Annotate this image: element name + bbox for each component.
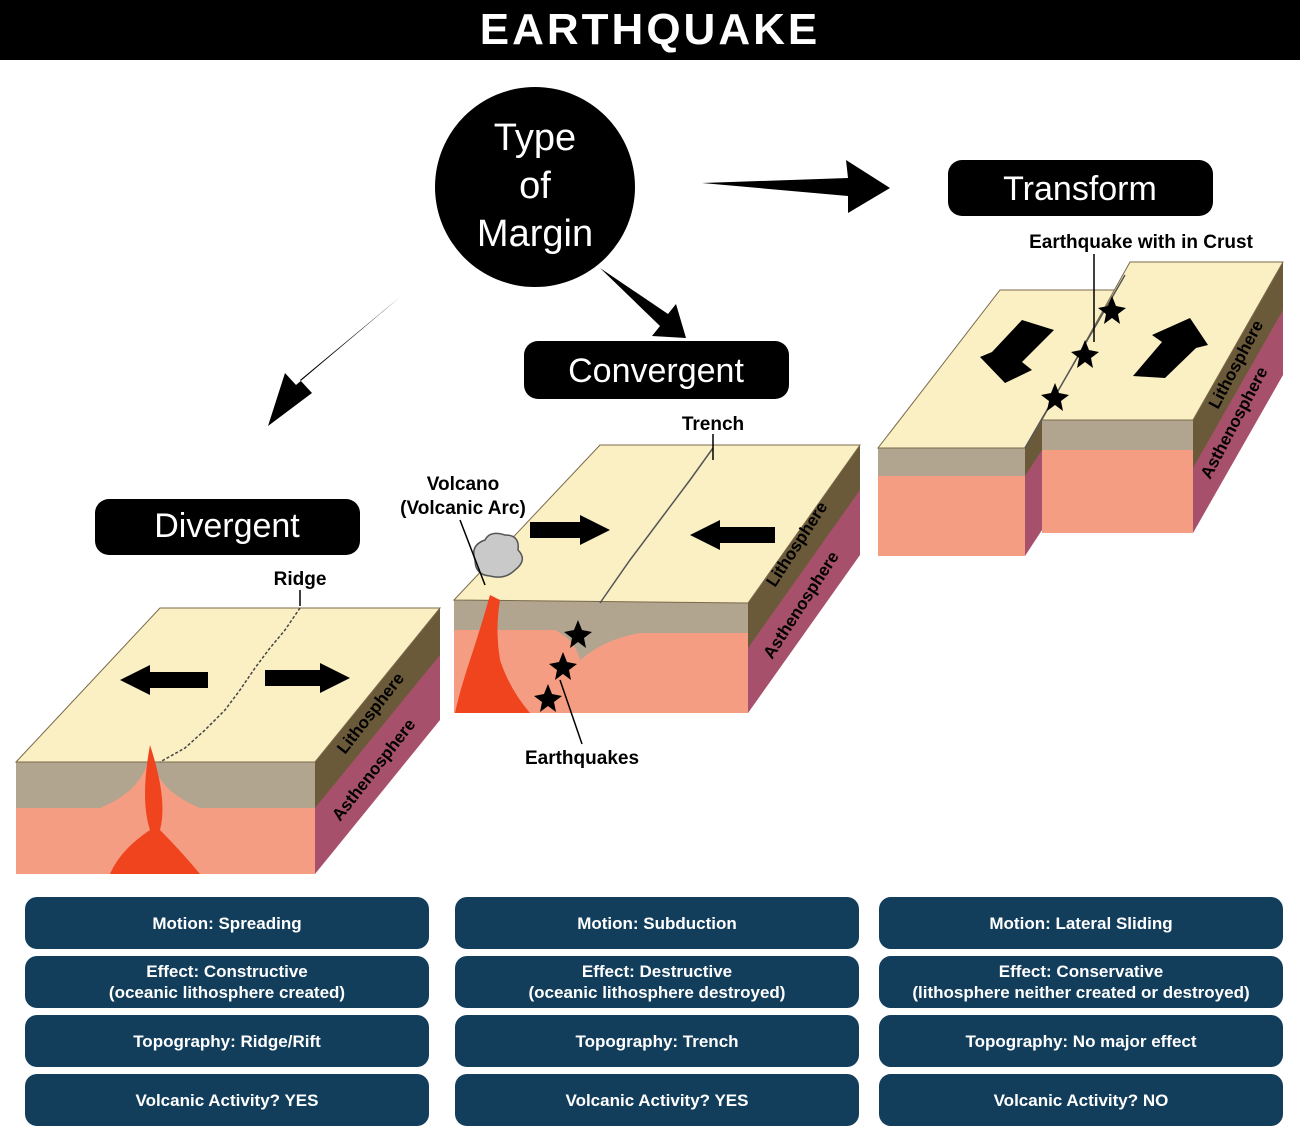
earthquakes-label: Earthquakes xyxy=(525,748,639,769)
center-line3: Margin xyxy=(477,213,593,255)
transform-earthquake-stars-icon xyxy=(1041,296,1126,411)
earthquake-stars-icon xyxy=(534,620,592,712)
transform-volcanic-text: Volcanic Activity? NO xyxy=(993,1090,1169,1110)
transform-topography-text: Topography: No major effect xyxy=(965,1031,1197,1051)
convergent-right-arrow-icon xyxy=(530,515,610,545)
volcano-ash-cloud-icon xyxy=(473,532,524,578)
convergent-motion: Motion: Subduction xyxy=(455,897,859,949)
divergent-block: Ridge Lithosphere Asthenosphere xyxy=(14,569,442,874)
volcano-label-line1: Volcano xyxy=(427,474,500,495)
transform-volcanic: Volcanic Activity? NO xyxy=(879,1074,1283,1126)
center-line1: Type xyxy=(494,117,576,159)
arrow-to-transform-icon xyxy=(702,160,890,213)
arrow-to-convergent-icon xyxy=(600,268,686,338)
transform-up-arrow-icon xyxy=(1133,318,1208,378)
transform-motion: Motion: Lateral Sliding xyxy=(879,897,1283,949)
convergent-topography-text: Topography: Trench xyxy=(575,1031,739,1051)
divergent-effect-line1: Effect: Constructive xyxy=(146,962,308,981)
transform-pill: Transform xyxy=(948,160,1213,216)
transform-block: Earthquake with in Crust Lithosphere Ast… xyxy=(876,232,1284,556)
divergent-motion: Motion: Spreading xyxy=(25,897,429,949)
divergent-title: Divergent xyxy=(154,507,300,545)
transform-effect: Effect: Conservative (lithosphere neithe… xyxy=(879,956,1283,1008)
transform-down-arrow-icon xyxy=(980,320,1054,383)
convergent-volcanic: Volcanic Activity? YES xyxy=(455,1074,859,1126)
convergent-pill: Convergent xyxy=(524,341,789,399)
divergent-topography: Topography: Ridge/Rift xyxy=(25,1015,429,1067)
convergent-info-panel: Motion: Subduction Effect: Destructive (… xyxy=(455,897,859,1133)
convergent-motion-text: Motion: Subduction xyxy=(577,913,737,933)
divergent-info-panel: Motion: Spreading Effect: Constructive (… xyxy=(25,897,429,1133)
right-arrow-icon xyxy=(265,663,350,693)
divergent-motion-text: Motion: Spreading xyxy=(152,913,302,933)
margin-diagram: Type of Margin Transform Convergent Dive… xyxy=(14,87,1284,874)
trench-label: Trench xyxy=(682,414,744,435)
page-title: EARTHQUAKE xyxy=(0,0,1300,60)
convergent-volcanic-text: Volcanic Activity? YES xyxy=(565,1090,749,1110)
ridge-label: Ridge xyxy=(274,569,327,590)
divergent-pill: Divergent xyxy=(95,499,360,555)
volcano-label-line2: (Volcanic Arc) xyxy=(400,498,526,519)
type-of-margin-circle: Type of Margin xyxy=(435,87,635,287)
transform-topography: Topography: No major effect xyxy=(879,1015,1283,1067)
divergent-effect-line2: (oceanic lithosphere created) xyxy=(108,983,346,1002)
volcano-magma xyxy=(455,595,530,713)
divergent-magma xyxy=(110,745,200,874)
earthquake-crust-label: Earthquake with in Crust xyxy=(1029,232,1253,253)
convergent-block: Trench Volcano (Volcanic Arc) Earthquake… xyxy=(400,414,861,769)
convergent-left-arrow-icon xyxy=(690,520,775,550)
transform-effect-line2: (lithosphere neither created or destroye… xyxy=(912,983,1250,1002)
arrow-to-divergent-icon xyxy=(268,297,400,426)
convergent-topography: Topography: Trench xyxy=(455,1015,859,1067)
convergent-effect-line2: (oceanic lithosphere destroyed) xyxy=(528,983,786,1002)
left-arrow-icon xyxy=(120,665,208,695)
transform-motion-text: Motion: Lateral Sliding xyxy=(989,913,1173,933)
convergent-effect: Effect: Destructive (oceanic lithosphere… xyxy=(455,956,859,1008)
divergent-volcanic-text: Volcanic Activity? YES xyxy=(135,1090,319,1110)
center-line2: of xyxy=(519,165,551,207)
transform-effect-line1: Effect: Conservative xyxy=(998,962,1164,981)
divergent-topography-text: Topography: Ridge/Rift xyxy=(133,1031,321,1051)
transform-info-panel: Motion: Lateral Sliding Effect: Conserva… xyxy=(879,897,1283,1133)
divergent-effect: Effect: Constructive (oceanic lithospher… xyxy=(25,956,429,1008)
transform-title: Transform xyxy=(1003,170,1157,208)
convergent-title: Convergent xyxy=(568,352,744,390)
convergent-effect-line1: Effect: Destructive xyxy=(581,962,733,981)
divergent-volcanic: Volcanic Activity? YES xyxy=(25,1074,429,1126)
